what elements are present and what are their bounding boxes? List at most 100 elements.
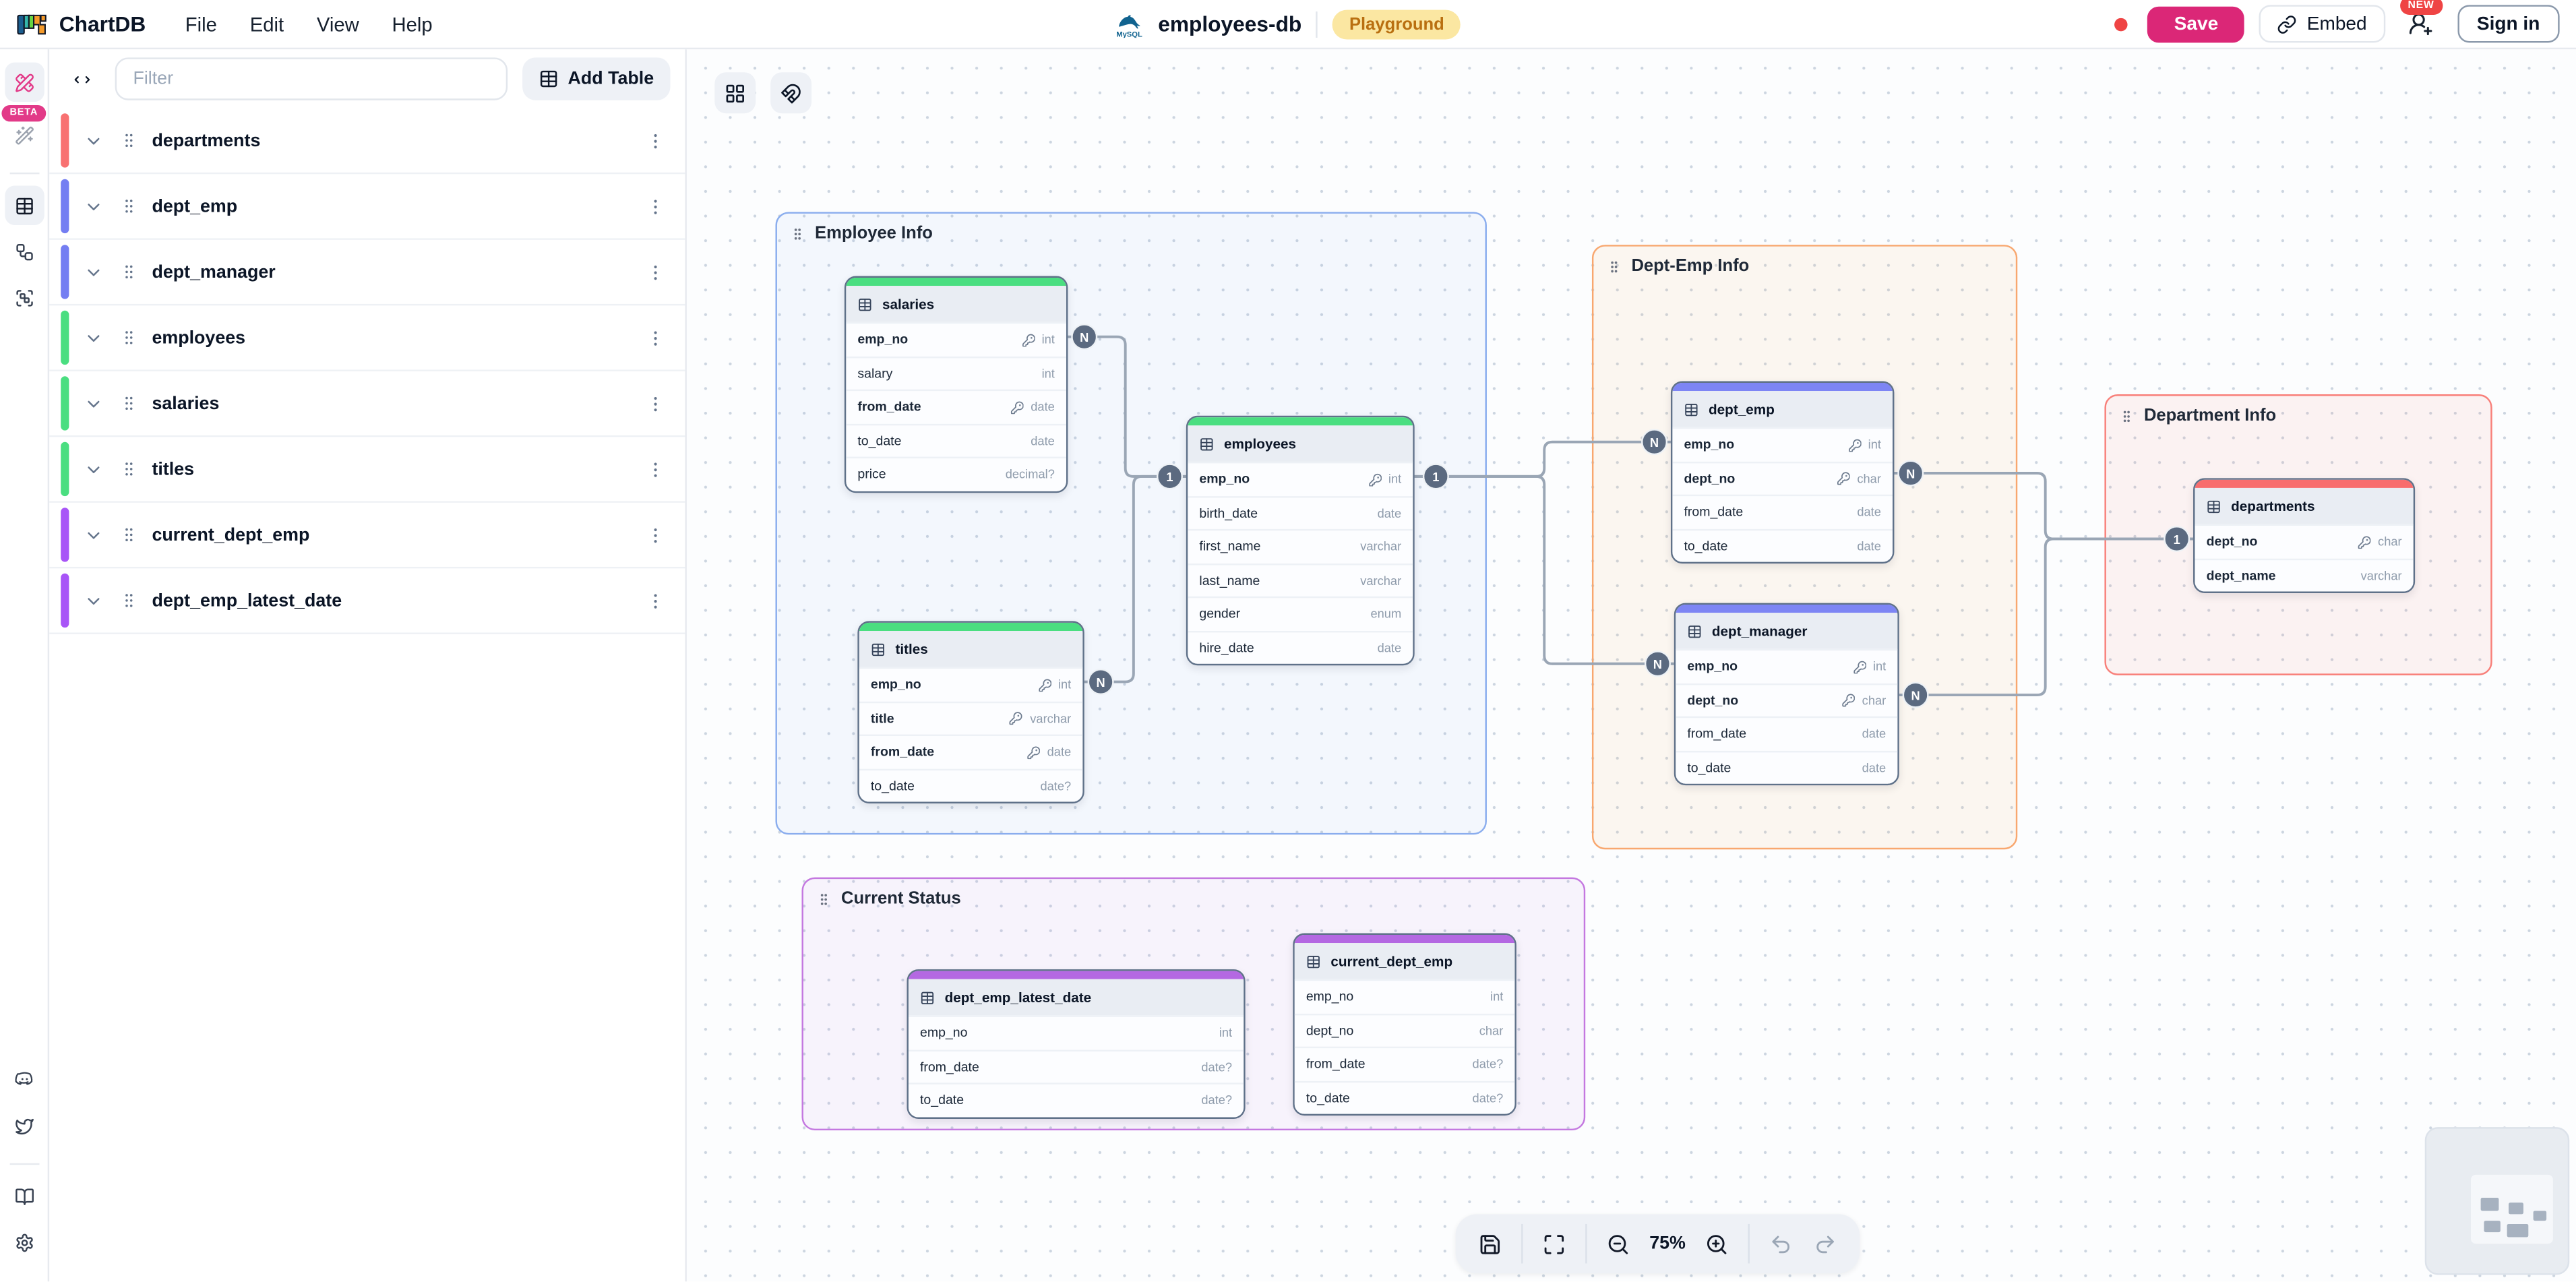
relationship-line[interactable] [1084, 475, 1186, 683]
table-options-icon[interactable] [646, 262, 665, 282]
fullscreen-icon[interactable] [1533, 1223, 1575, 1265]
embed-button[interactable]: Embed [2259, 5, 2385, 43]
table-options-icon[interactable] [646, 394, 665, 413]
table-options-icon[interactable] [646, 459, 665, 479]
save-button[interactable]: Save [2147, 5, 2245, 42]
areas-section-icon[interactable] [4, 278, 44, 317]
drag-handle-icon[interactable] [119, 590, 137, 611]
settings-gear-icon[interactable] [4, 1223, 44, 1262]
table-options-icon[interactable] [646, 131, 665, 150]
add-table-button[interactable]: Add Table [522, 57, 671, 100]
diagram-title[interactable]: MySQL employees-db Playground [1115, 0, 1461, 48]
table-header[interactable]: titles [859, 631, 1083, 667]
drag-handle-icon[interactable] [119, 262, 137, 283]
table-list-item-dept_emp[interactable]: dept_emp [49, 174, 685, 240]
chevron-down-icon[interactable] [83, 262, 102, 282]
relationships-section-icon[interactable] [4, 232, 44, 272]
table-header[interactable]: dept_emp_latest_date [908, 979, 1244, 1016]
minimap[interactable] [2424, 1127, 2570, 1275]
chevron-down-icon[interactable] [83, 328, 102, 347]
menu-edit[interactable]: Edit [233, 6, 300, 42]
table-options-icon[interactable] [646, 525, 665, 545]
code-view-icon[interactable] [64, 61, 100, 97]
save-icon[interactable] [1469, 1223, 1511, 1265]
zoom-level[interactable]: 75% [1649, 1233, 1686, 1254]
table-list-item-titles[interactable]: titles [49, 437, 685, 503]
chevron-down-icon[interactable] [83, 131, 102, 150]
drag-handle-icon[interactable] [119, 393, 137, 415]
chevron-down-icon[interactable] [83, 459, 102, 479]
menu-view[interactable]: View [300, 6, 375, 42]
drag-handle-icon[interactable] [119, 524, 137, 546]
drag-handle-icon[interactable] [119, 195, 137, 217]
relationship-line[interactable] [1414, 475, 1674, 665]
table-list-item-dept_manager[interactable]: dept_manager [49, 239, 685, 306]
sign-in-button[interactable]: Sign in [2457, 5, 2560, 43]
table-header[interactable]: departments [2195, 487, 2414, 524]
relationship-line[interactable] [1894, 472, 2194, 541]
table-list-item-current_dept_emp[interactable]: current_dept_emp [49, 502, 685, 569]
menu-help[interactable]: Help [375, 6, 449, 42]
user-plus-button[interactable] [2399, 3, 2442, 45]
table-list-item-departments[interactable]: departments [49, 108, 685, 175]
redo-icon[interactable] [1804, 1223, 1846, 1265]
pencil-ruler-icon[interactable] [4, 62, 44, 102]
zoom-out-icon[interactable] [1597, 1223, 1639, 1265]
table-list-item-dept_emp_latest_date[interactable]: dept_emp_latest_date [49, 568, 685, 634]
relationship-line[interactable] [1899, 537, 2194, 697]
chevron-down-icon[interactable] [83, 394, 102, 413]
relationship-line[interactable] [1068, 335, 1186, 478]
tables-section-icon[interactable] [4, 185, 44, 225]
table-options-icon[interactable] [646, 196, 665, 216]
undo-icon[interactable] [1760, 1223, 1802, 1265]
table-header[interactable]: dept_manager [1676, 613, 1898, 649]
docs-book-icon[interactable] [4, 1176, 44, 1216]
twitter-icon[interactable] [4, 1105, 44, 1145]
drag-handle-icon[interactable] [119, 458, 137, 480]
filter-input[interactable] [115, 57, 508, 100]
chevron-down-icon[interactable] [83, 196, 102, 216]
table-header[interactable]: current_dept_emp [1294, 943, 1515, 979]
magnet-icon[interactable] [770, 72, 812, 114]
discord-icon[interactable] [4, 1060, 44, 1099]
table-options-icon[interactable] [646, 590, 665, 610]
table-header[interactable]: dept_emp [1672, 391, 1893, 427]
wand-sparkles-icon[interactable] [4, 115, 44, 155]
